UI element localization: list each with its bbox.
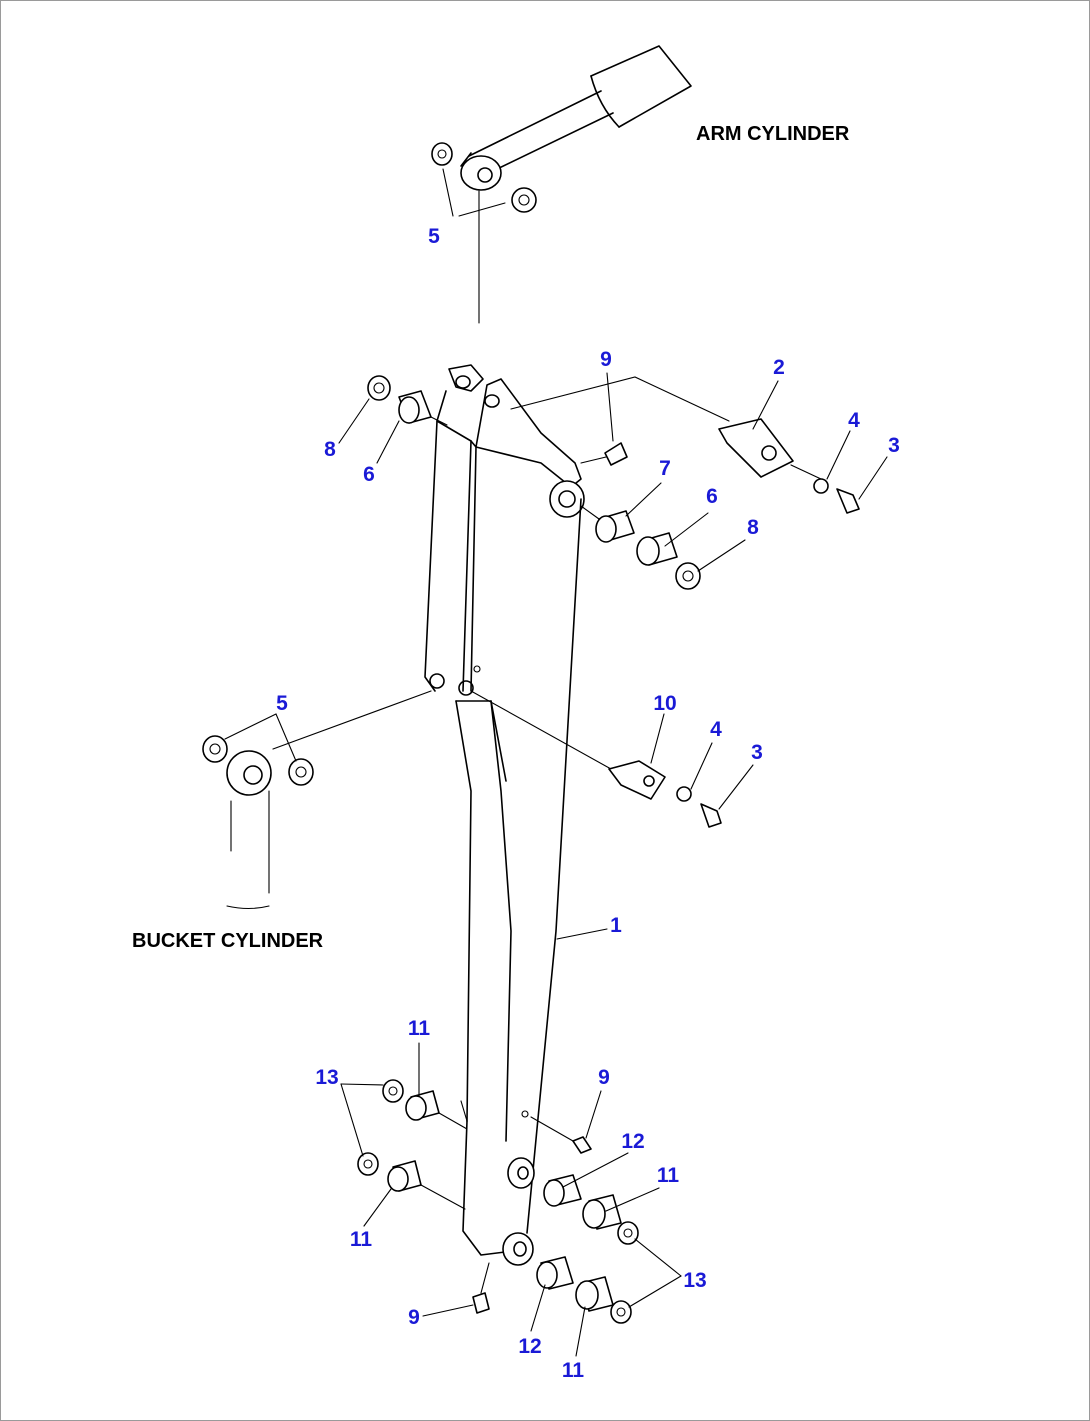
arm-body — [424, 364, 585, 1266]
upper-pin-assembly — [510, 376, 860, 514]
callout-13-left: 13 — [315, 1066, 338, 1089]
callout-3-mid: 3 — [751, 741, 763, 764]
bucket-cylinder-label: BUCKET CYLINDER — [132, 930, 324, 952]
callout-11-c: 11 — [657, 1164, 680, 1187]
callout-11-d: 11 — [562, 1359, 585, 1382]
callout-13-right: 13 — [683, 1269, 706, 1292]
leader-lines — [338, 372, 888, 1357]
arm-cylinder-label: ARM CYLINDER — [696, 123, 850, 145]
bucket-cylinder — [202, 690, 432, 910]
callout-9-upper: 9 — [600, 348, 612, 371]
upper-left-bushings — [367, 375, 448, 426]
callout-6-right: 6 — [706, 485, 718, 508]
lower-bushings — [357, 1079, 639, 1324]
upper-right-bushings — [580, 505, 701, 590]
callout-3-upper: 3 — [888, 434, 900, 457]
callout-12-lower: 12 — [518, 1335, 541, 1358]
callout-11-b: 11 — [350, 1228, 373, 1251]
arm-cylinder-spacers — [431, 142, 537, 217]
callout-1: 1 — [610, 914, 622, 937]
callout-11-a: 11 — [408, 1017, 431, 1040]
callout-10: 10 — [653, 692, 676, 715]
callout-9-right: 9 — [598, 1066, 610, 1089]
callout-5-arm-cylinder: 5 — [428, 225, 440, 248]
callout-5-bucket-cylinder: 5 — [276, 692, 288, 715]
callout-8-left: 8 — [324, 438, 336, 461]
mid-pin-assembly — [470, 690, 722, 828]
callout-8-right: 8 — [747, 516, 759, 539]
callout-4-mid: 4 — [710, 718, 722, 741]
callout-4-upper: 4 — [848, 409, 860, 432]
callout-2: 2 — [773, 356, 785, 379]
callout-9-bottom: 9 — [408, 1306, 420, 1329]
callout-6-left: 6 — [363, 463, 375, 486]
arm-cylinder — [460, 45, 692, 324]
callout-7: 7 — [659, 457, 671, 480]
callout-12-upper: 12 — [621, 1130, 644, 1153]
